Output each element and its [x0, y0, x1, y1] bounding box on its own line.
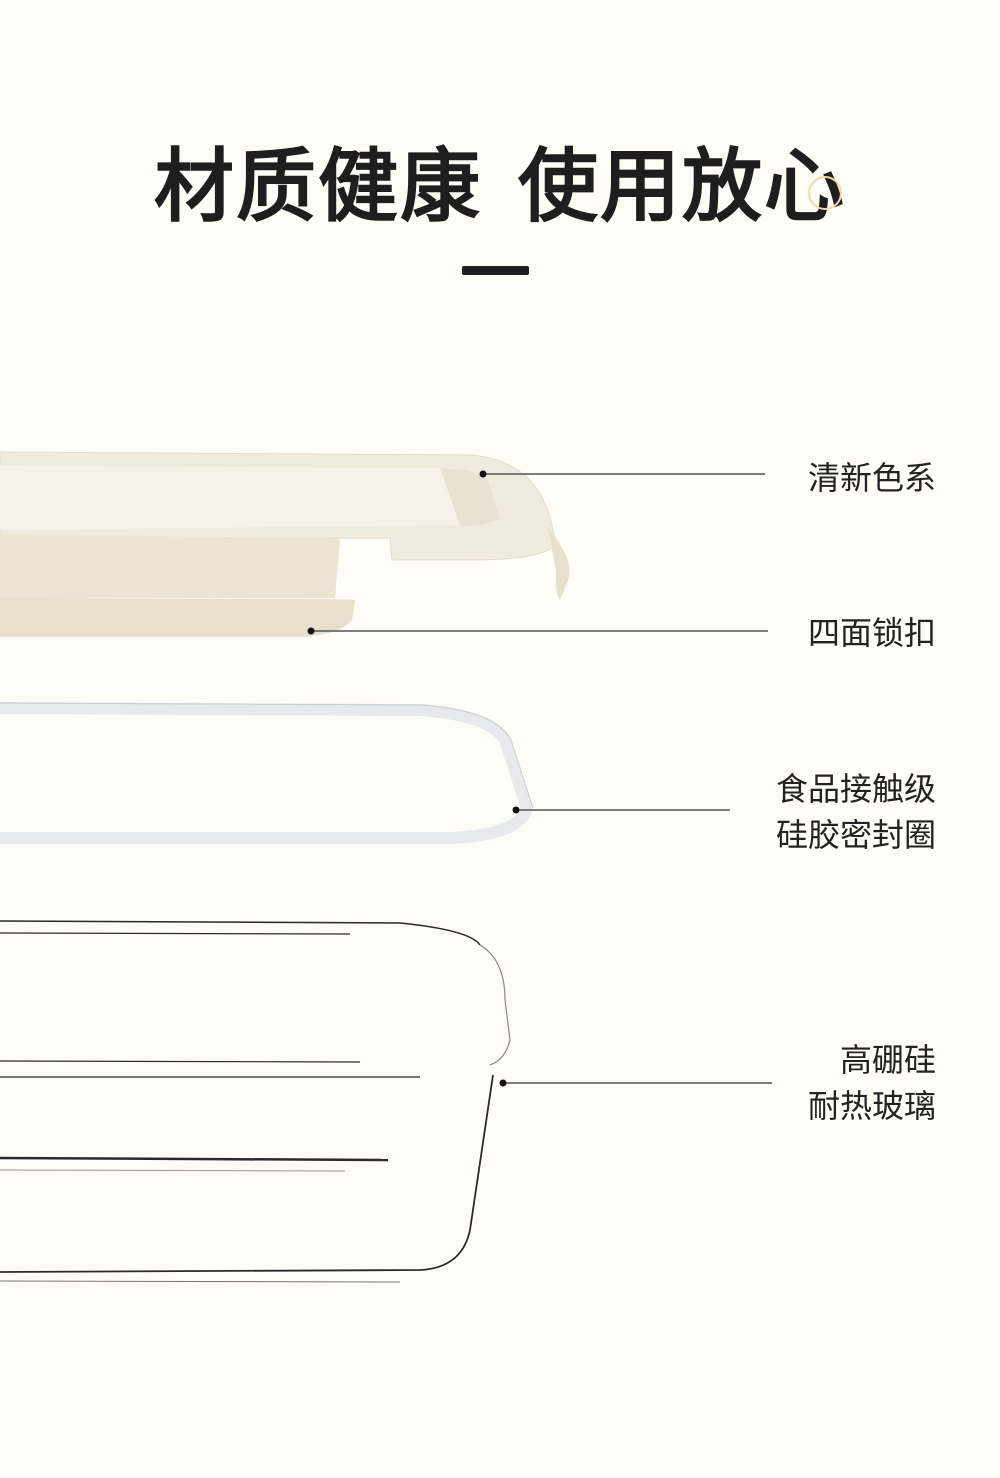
callout-text: 高硼硅: [839, 1041, 936, 1079]
callout-dot: [479, 470, 487, 478]
page-title: 材质健康使用放心: [0, 122, 1000, 238]
leader-lines: [307, 470, 772, 1087]
callout-text: 耐热玻璃: [807, 1087, 936, 1125]
callout-dot: [512, 806, 520, 814]
callout-fresh-color: 清新色系: [808, 455, 936, 501]
callout-text: 清新色系: [807, 459, 936, 497]
callout-dot: [499, 1079, 507, 1087]
silicone-seal-illustration: [0, 702, 534, 844]
decorative-circle: [808, 176, 842, 210]
title-part-2: 使用放心: [518, 140, 846, 233]
title-underline-divider: [462, 266, 529, 275]
callout-silicone-seal: 食品接触级 硅胶密封圈: [776, 766, 936, 858]
glass-dish-illustration: [0, 920, 511, 1283]
callout-dot: [307, 627, 315, 635]
title-part-1: 材质健康: [154, 140, 482, 233]
lid-illustration: [0, 451, 570, 637]
callout-four-side-lock: 四面锁扣: [808, 610, 936, 656]
callout-text: 四面锁扣: [807, 614, 936, 652]
callout-text: 硅胶密封圈: [775, 816, 936, 854]
callout-borosilicate-glass: 高硼硅 耐热玻璃: [808, 1037, 936, 1129]
callout-text: 食品接触级: [775, 770, 936, 808]
